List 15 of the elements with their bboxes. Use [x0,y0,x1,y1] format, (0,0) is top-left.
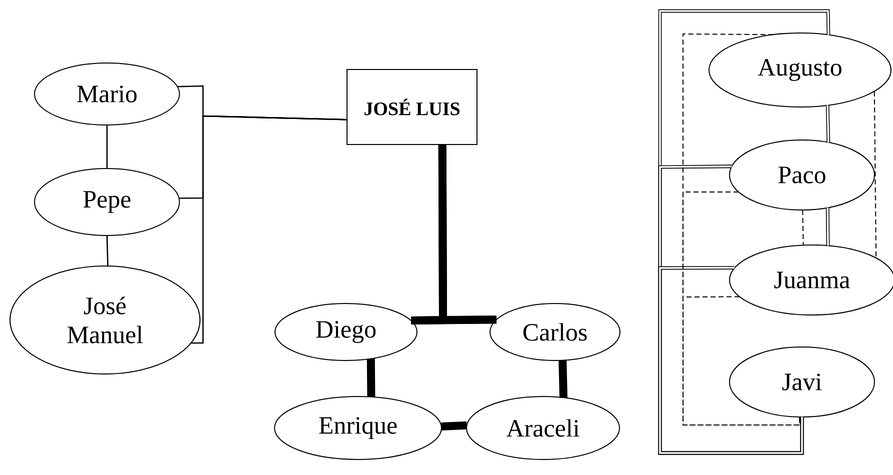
connector-line [106,125,108,168]
connector-line [190,115,348,344]
dashed-line [802,210,804,246]
thick-connector [441,421,467,431]
thick-connector [366,358,376,397]
thick-connector [558,360,568,398]
dashed-line [874,90,877,258]
double-line [826,105,830,142]
thick-connector [410,316,497,325]
dashed-line [682,34,801,426]
connector-line [106,235,108,266]
double-line [658,266,804,455]
name-box: JOSÉ LUIS [346,69,478,145]
double-line [826,208,830,246]
dashed-line [682,296,801,426]
